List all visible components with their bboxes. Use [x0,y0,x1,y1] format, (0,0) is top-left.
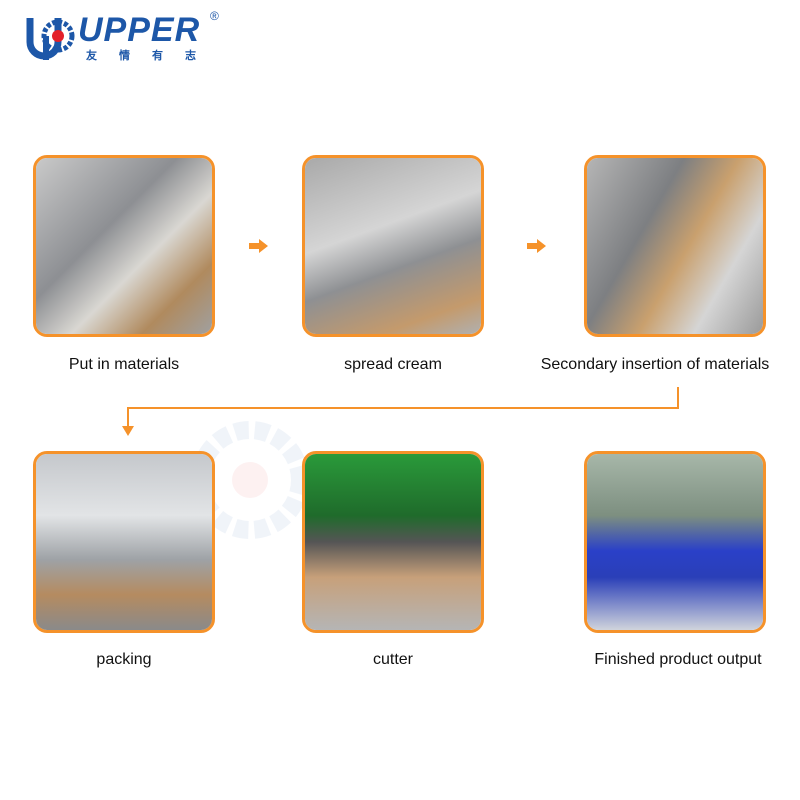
step-label: spread cream [344,356,442,373]
arrow-right-icon [527,239,546,253]
step-photo-spread-cream [302,155,484,337]
step-label: Put in materials [68,356,180,373]
step-photo-put-in-materials [33,155,215,337]
arrow-down-icon [122,426,134,436]
step-label: Finished product output [594,651,762,668]
step-label: Secondary insertion of materials [540,356,770,373]
arrow-right-icon [249,239,268,253]
logo-chinese-text: 友情有志 [86,50,218,62]
step-photo-secondary-insertion [584,155,766,337]
upper-logo: UPPER ® 友情有志 [24,10,224,62]
step-label: packing [96,651,152,668]
watermark-gear-icon [191,421,309,539]
step-label: cutter [372,651,413,668]
registered-mark: ® [210,9,219,23]
gear-logo-icon [26,18,75,60]
step-photo-packing [33,451,215,633]
step-photo-cutter [302,451,484,633]
logo-text: UPPER [78,11,201,49]
step-photo-finished-output [584,451,766,633]
